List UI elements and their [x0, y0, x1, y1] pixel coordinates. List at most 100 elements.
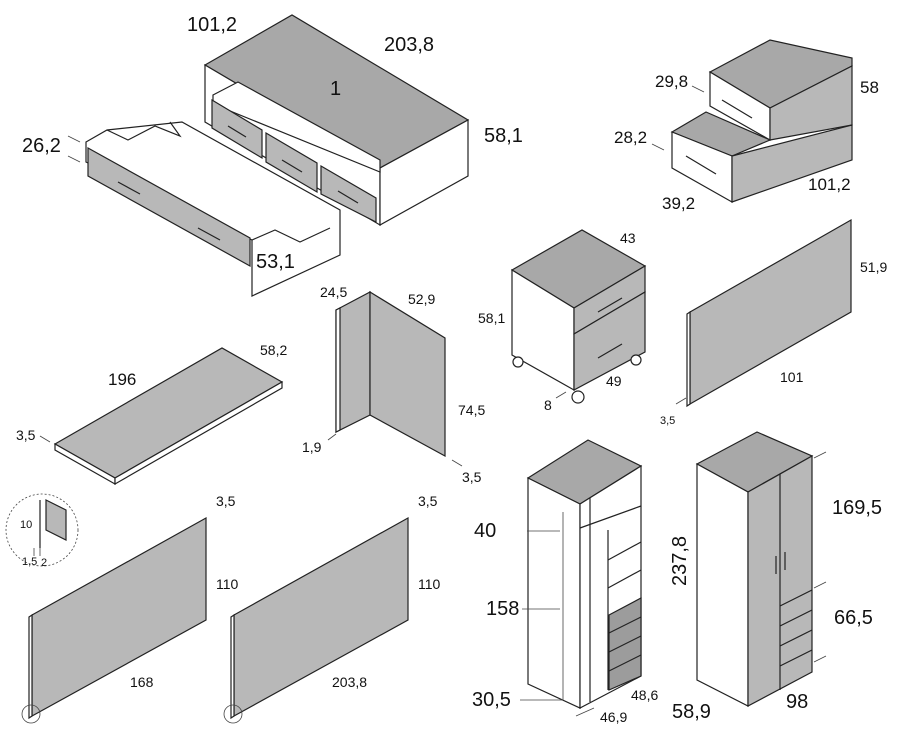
step-top-height-label: 29,8 [655, 72, 688, 91]
wardrobe-closed-depth-label: 58,9 [672, 701, 711, 723]
drawer-line [608, 616, 642, 634]
wardrobe-open-c-label: 30,5 [472, 689, 511, 711]
nightstand-depth-label: 43 [620, 230, 636, 246]
step-handle [721, 99, 753, 119]
closed-wardrobe-side [696, 462, 749, 707]
corner-t1-label: 1,9 [302, 439, 322, 455]
wall-panel-1 [21, 516, 207, 724]
wall-panel-1-height-label: 110 [216, 576, 239, 592]
wall-panel-2-edge [230, 613, 235, 720]
dim-tick [67, 135, 81, 143]
bed-unit [203, 14, 470, 227]
dim-tick [67, 155, 81, 163]
headboard-panel [675, 218, 852, 408]
dim-tick [555, 391, 567, 399]
headboard-thickness-label: 3,5 [660, 415, 675, 427]
headboard-face [689, 218, 852, 406]
joint-detail [5, 493, 79, 567]
bed-unit-side [379, 118, 469, 227]
shelf-top [53, 347, 284, 479]
wardrobe-closed-height-label: 237,8 [669, 536, 691, 586]
dim-tick [575, 707, 595, 717]
dim-tick [327, 433, 337, 441]
wall-panel-2-thickness-label: 3,5 [418, 493, 438, 509]
drawer-line [608, 635, 642, 653]
headboard-width-label: 101 [780, 369, 804, 385]
shelf-width-label: 58,2 [260, 342, 287, 358]
nightstand-handle [597, 297, 623, 313]
dim-tick [691, 85, 705, 93]
nightstand [510, 229, 647, 404]
trundle-rail [106, 121, 182, 141]
nightstand-drawer-2 [573, 290, 646, 392]
wall-panel-1-thickness-label: 3,5 [216, 493, 236, 509]
step-length-label: 101,2 [808, 175, 851, 194]
shelf-board [39, 347, 284, 486]
closed-wardrobe [695, 431, 827, 707]
trundle-rail [251, 227, 331, 243]
step-handle [685, 155, 717, 175]
corner-panel-right [369, 290, 446, 458]
open-wardrobe [520, 439, 643, 717]
step-lower-side [731, 124, 853, 203]
detail-panel [45, 499, 67, 541]
dim-tick [675, 397, 687, 405]
detail-b-label: 2 [41, 557, 47, 569]
detail-a-label: 1,5 [22, 556, 37, 568]
wall-panel-1-face [31, 516, 207, 718]
bed-width-label: 101,2 [187, 14, 237, 36]
corner-panel-edge [335, 307, 341, 433]
dim-tick [813, 655, 827, 663]
corner-a-label: 24,5 [320, 284, 347, 300]
step-drawers [651, 39, 853, 204]
detail-circle [5, 493, 79, 567]
shelf-edge [114, 380, 283, 486]
nightstand-wheel [630, 354, 642, 366]
shelf-length-label: 196 [108, 370, 136, 389]
headboard-edge [686, 310, 691, 408]
wardrobe-closed-drawers-label: 66,5 [834, 607, 873, 629]
drawer-handle [227, 125, 247, 138]
trundle-bed [67, 121, 341, 297]
trundle-height-label: 26,2 [22, 135, 61, 157]
wall-panel-2-height-label: 110 [418, 576, 441, 592]
nightstand-handle [597, 343, 623, 359]
wardrobe-shelf [607, 569, 642, 589]
corner-b-label: 52,9 [408, 291, 435, 307]
wall-panel-2-face [233, 516, 409, 718]
wardrobe-closed-width-label: 98 [786, 691, 808, 713]
trundle-width-label: 53,1 [256, 251, 295, 273]
step-bottom-height-label: 28,2 [614, 128, 647, 147]
detail-height-label: 10 [20, 519, 32, 531]
wardrobe-open-a-label: 40 [474, 520, 496, 542]
dim-tick [39, 435, 51, 443]
drawer-handle [281, 159, 303, 173]
step-depth-label: 39,2 [662, 194, 695, 213]
dim-tick [813, 451, 827, 459]
wardrobe-shelf [607, 541, 642, 561]
trundle-handle [197, 227, 221, 241]
shelf-thickness-label: 3,5 [16, 427, 36, 443]
wall-panel-1-width-label: 168 [130, 674, 154, 690]
dim-tick [451, 459, 463, 467]
nightstand-width-label: 49 [606, 373, 622, 389]
panel-foot-detail [21, 704, 41, 724]
nightstand-wheel-label: 8 [544, 397, 552, 413]
drawer-handle [337, 190, 359, 204]
step-width-label: 58 [860, 78, 879, 97]
wall-panel-2-width-label: 203,8 [332, 674, 367, 690]
wardrobe-open-e-label: 46,9 [600, 709, 627, 725]
bed-height-label: 58,1 [484, 125, 523, 147]
trundle-front [87, 146, 251, 268]
wall-panel-2 [223, 516, 409, 724]
drawer-line [779, 609, 813, 627]
open-wardrobe-side [527, 477, 581, 709]
wardrobe-shelf [579, 505, 642, 529]
bed-drawer-1 [211, 98, 263, 160]
bed-number-label: 1 [330, 78, 341, 100]
wardrobe-open-d-label: 48,6 [631, 687, 658, 703]
drawer-line [779, 589, 813, 607]
corner-panel [327, 290, 463, 467]
